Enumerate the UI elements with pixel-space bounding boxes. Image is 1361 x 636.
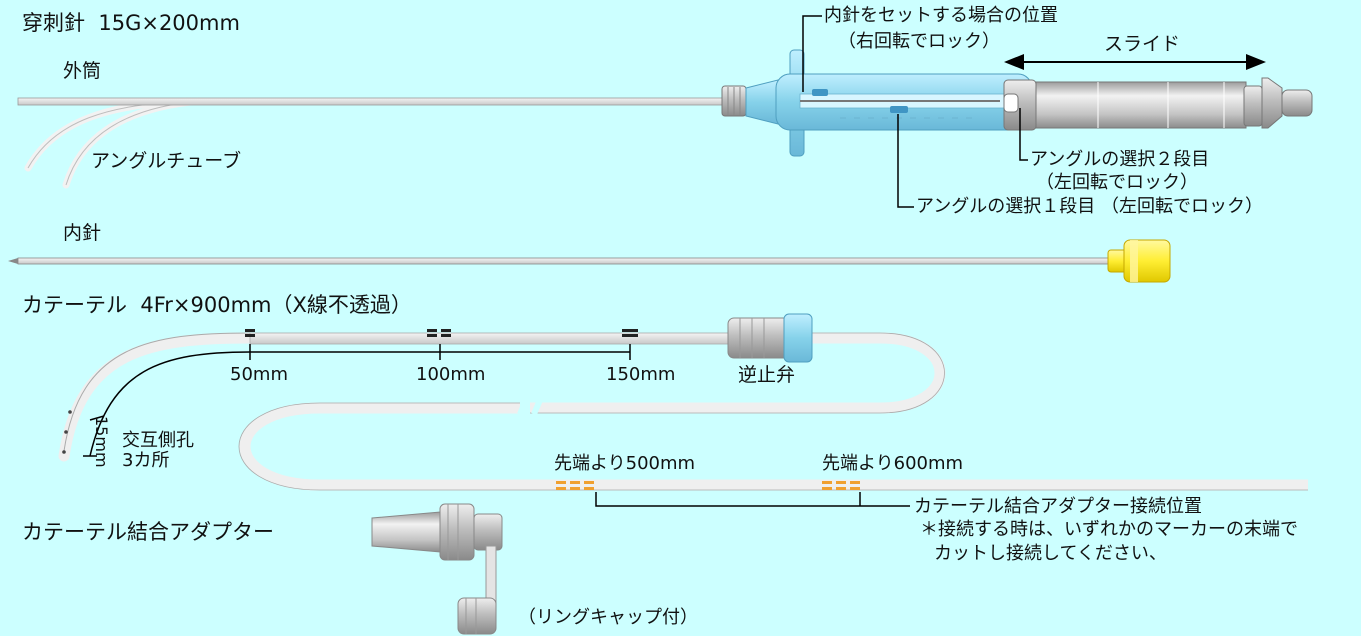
side-holes-label: 交互側孔 [122,430,194,451]
stage1-callout [897,114,914,208]
inner-set-label: 内針をセットする場合の位置 [824,5,1058,26]
check-valve-label: 逆止弁 [738,364,796,386]
adapter-back [473,513,503,551]
needle-title-text: 穿刺針 [22,11,85,35]
side-holes-count: 3カ所 [122,450,170,471]
catheter-top-tube [249,332,751,345]
outer-tube-shaft [17,97,727,106]
slide-cylinder [1035,81,1247,129]
adapter-title: カテーテル結合アダプター [22,520,274,544]
inner-needle-shaft [17,257,1114,265]
mark-50mm: 50mm [230,364,288,385]
angle-stage2-note: （左回転でロック） [1036,172,1198,193]
end-cap-3 [1281,89,1313,117]
catheter-title-text: カテーテル [22,293,127,317]
catheter-tip-curve [58,332,256,462]
markers-600mm [822,481,860,490]
adapter-ring [439,503,475,561]
end-cap-2 [1261,77,1283,129]
ring-cap [457,597,497,635]
catheter-drawing [58,313,1308,507]
catheter-loop-left [239,402,1308,491]
adapter-position-callout [595,492,910,507]
inner-needle [8,239,1171,283]
angle-tube-curve-2 [62,97,204,189]
inner-needle-tip [8,258,18,264]
marker-500-label: 先端より500mm [554,453,696,474]
mark-150mm: 150mm [606,364,676,385]
markers-500mm [556,481,594,490]
length-15mm-label: 15mm [92,416,111,468]
puncture-needle [17,15,1313,208]
marker-600-label: 先端より600mm [822,453,964,474]
end-cap-1 [1243,85,1263,127]
adapter-strap [485,545,497,607]
ring-cap-label: （リングキャップ付） [518,607,698,628]
blue-hub-cone [745,79,779,125]
note-line-1: ＊接続する時は、いずれかのマーカーの末端で [920,519,1298,540]
slide-label: スライド [1104,33,1181,55]
check-valve-blue [783,313,813,363]
outer-tube-label: 外筒 [63,60,102,82]
angle-stage1-label: アングルの選択１段目 （左回転でロック） [916,196,1263,217]
adapter-cone [371,511,441,553]
catheter-spec: 4Fr×900mm（X線不透過） [140,293,412,317]
note-line-2: カットし接続してください、 [934,543,1167,564]
inner-needle-label: 内針 [63,222,102,244]
mark-100mm: 100mm [416,364,486,385]
angle-stage2-label: アングルの選択２段目 [1030,149,1210,170]
catheter-loop-right [530,332,946,414]
inner-set-note: （右回転でロック） [838,31,1000,52]
needle-spec: 15G×200mm [98,11,240,35]
stage2-callout [1019,108,1028,161]
catheter-adapter-drawing [371,503,503,635]
inner-set-callout [802,15,822,92]
adapter-position-label: カテーテル結合アダプター接続位置 [914,496,1202,517]
needle-title: 穿刺針 15G×200mm [22,13,240,34]
check-valve-body [727,317,791,359]
catheter-title: カテーテル 4Fr×900mm（X線不透過） [22,295,412,316]
angle-tube-label: アングルチューブ [91,150,242,172]
